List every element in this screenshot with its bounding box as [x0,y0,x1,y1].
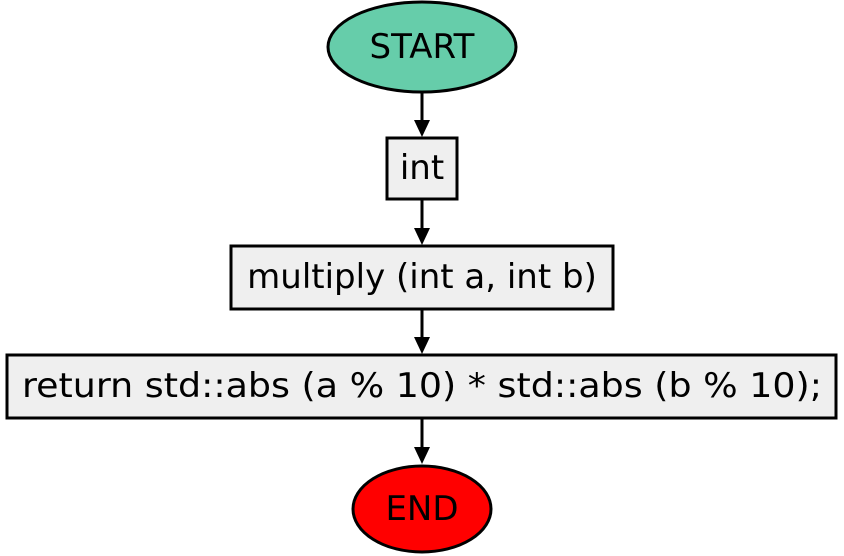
end-ellipse [351,464,493,554]
function-signature-label: multiply (int a, int b) [247,257,597,297]
function-body-node: return std::abs (a % 10) * std::abs (b %… [5,353,838,420]
arrowhead-type-to-signature [414,228,430,245]
function-body-box [5,353,838,420]
arrowhead-start-to-type [414,120,430,137]
end-label: END [385,489,458,529]
arrowhead-signature-to-body [414,337,430,354]
function-signature-box [229,244,615,311]
start-node: START [326,0,518,94]
return-type-node: int [385,136,459,201]
start-ellipse [326,0,518,94]
end-node: END [351,464,493,554]
function-body-label: return std::abs (a % 10) * std::abs (b %… [22,366,822,406]
arrowhead-body-to-end [414,447,430,464]
return-type-label: int [400,148,444,188]
return-type-box [385,136,459,201]
flowchart-edges [414,93,430,464]
function-signature-node: multiply (int a, int b) [229,244,615,311]
start-label: START [370,27,475,67]
